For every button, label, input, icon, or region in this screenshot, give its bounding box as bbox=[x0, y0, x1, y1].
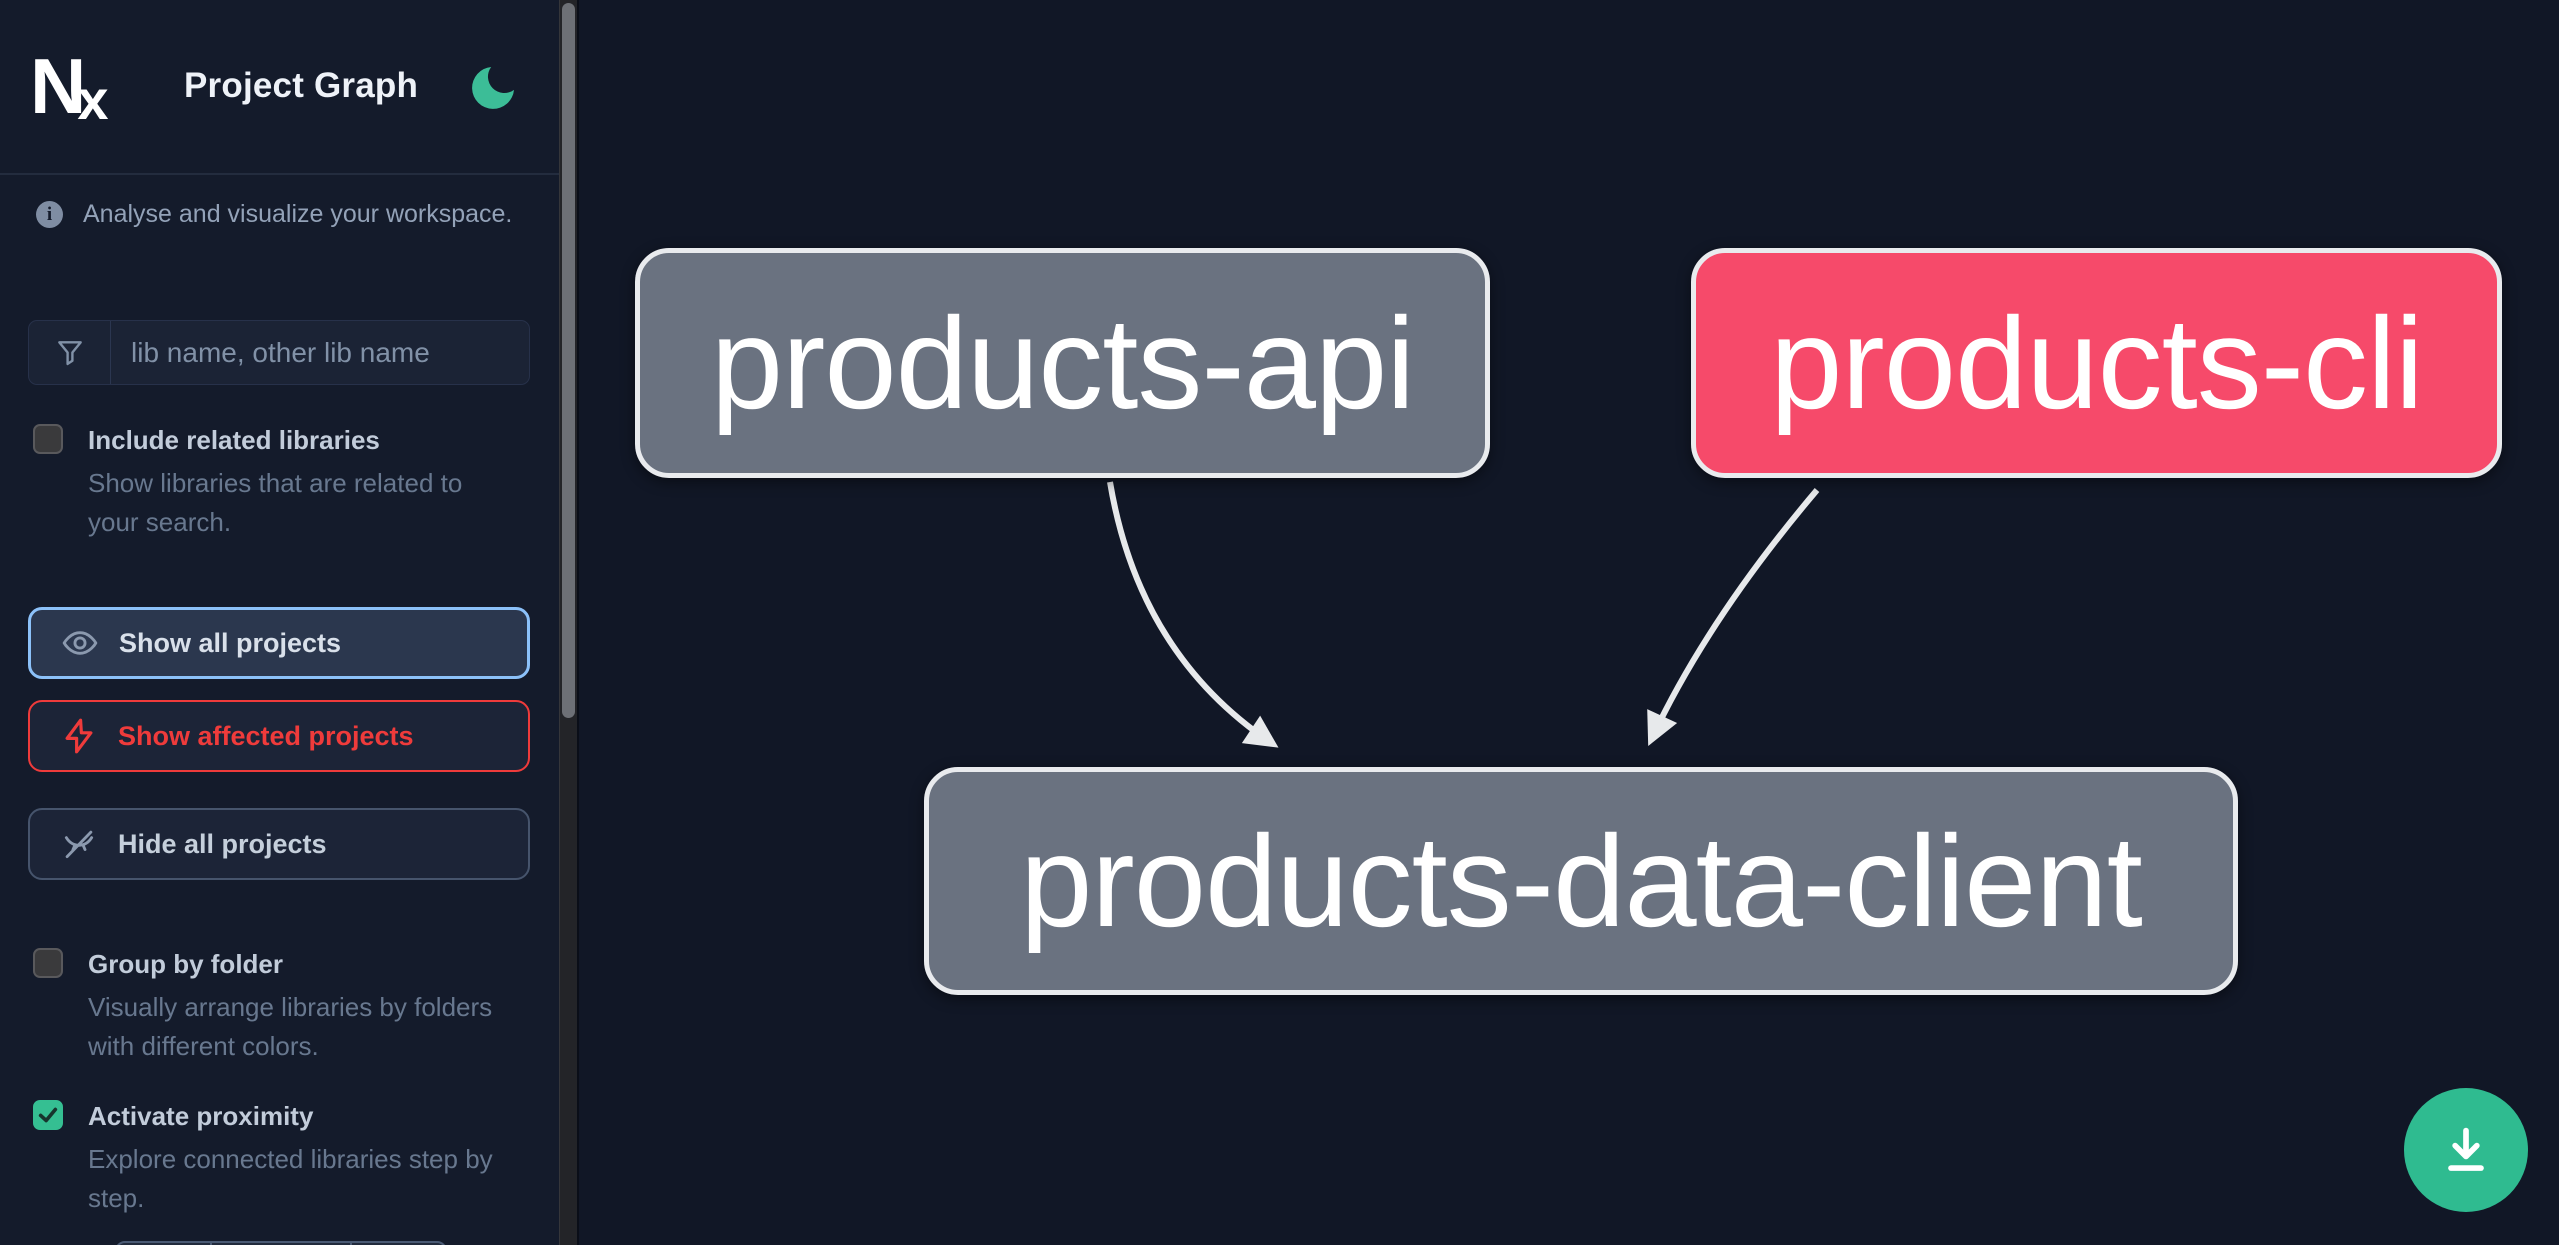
sidebar: Nx Project Graph i Analyse and visualize… bbox=[0, 0, 559, 1245]
show-affected-projects-label: Show affected projects bbox=[118, 720, 414, 751]
workspace-tagline: Analyse and visualize your workspace. bbox=[83, 200, 513, 228]
activate-proximity-description: Explore connected libraries step by step… bbox=[88, 1144, 493, 1213]
group-by-folder-label[interactable]: Group by folder bbox=[88, 949, 283, 979]
show-all-projects-button[interactable]: Show all projects bbox=[28, 607, 530, 679]
eye-off-icon bbox=[64, 830, 94, 859]
stepper-value-segment bbox=[210, 1243, 350, 1245]
scrollbar-thumb[interactable] bbox=[562, 3, 575, 718]
node-label: products-cli bbox=[1770, 290, 2424, 436]
nx-logo-letter-x: x bbox=[77, 68, 108, 131]
sidebar-scrollbar[interactable] bbox=[559, 0, 577, 1245]
bolt-icon bbox=[65, 718, 93, 754]
node-label: products-data-client bbox=[1020, 808, 2143, 954]
proximity-stepper-partial[interactable] bbox=[115, 1241, 447, 1245]
hide-all-projects-label: Hide all projects bbox=[118, 828, 327, 859]
group-by-folder-checkbox[interactable] bbox=[33, 948, 63, 978]
node-products-data-client[interactable]: products-data-client bbox=[924, 767, 2238, 995]
eye-icon bbox=[62, 631, 98, 655]
activate-proximity-label[interactable]: Activate proximity bbox=[88, 1101, 314, 1131]
activate-proximity-checkbox[interactable] bbox=[33, 1100, 63, 1130]
node-products-api[interactable]: products-api bbox=[635, 248, 1490, 478]
hide-all-projects-button[interactable]: Hide all projects bbox=[28, 808, 530, 880]
node-products-cli[interactable]: products-cli bbox=[1691, 248, 2502, 478]
nx-logo: Nx bbox=[30, 47, 126, 131]
sidebar-header: Nx Project Graph bbox=[0, 0, 559, 175]
page-title: Project Graph bbox=[184, 66, 419, 105]
moon-icon bbox=[472, 67, 514, 109]
info-icon: i bbox=[36, 201, 63, 228]
stepper-increment-segment[interactable] bbox=[350, 1243, 445, 1245]
download-graph-button[interactable] bbox=[2404, 1088, 2528, 1212]
search-input[interactable] bbox=[111, 321, 529, 384]
check-icon bbox=[38, 1107, 58, 1123]
graph-canvas[interactable]: products-api products-cli products-data-… bbox=[577, 0, 2559, 1245]
show-affected-projects-button[interactable]: Show affected projects bbox=[28, 700, 530, 772]
edge-cli-to-data-client bbox=[1647, 488, 1820, 746]
group-by-folder-description: Visually arrange libraries by folders wi… bbox=[88, 992, 493, 1061]
nx-logo-letter-n: N bbox=[30, 42, 86, 130]
dark-mode-toggle[interactable] bbox=[465, 60, 521, 116]
filter-icon bbox=[29, 321, 111, 384]
include-related-checkbox[interactable] bbox=[33, 424, 63, 454]
dependency-edges bbox=[1107, 481, 1820, 748]
search-box bbox=[28, 320, 530, 385]
include-related-label[interactable]: Include related libraries bbox=[88, 425, 380, 455]
download-icon bbox=[2448, 1127, 2484, 1171]
edge-api-to-data-client bbox=[1107, 481, 1279, 748]
include-related-description: Show libraries that are related to your … bbox=[88, 468, 463, 537]
show-all-projects-label: Show all projects bbox=[119, 627, 342, 658]
workspace-tagline-row: i Analyse and visualize your workspace. bbox=[36, 200, 512, 229]
node-label: products-api bbox=[710, 290, 1415, 436]
